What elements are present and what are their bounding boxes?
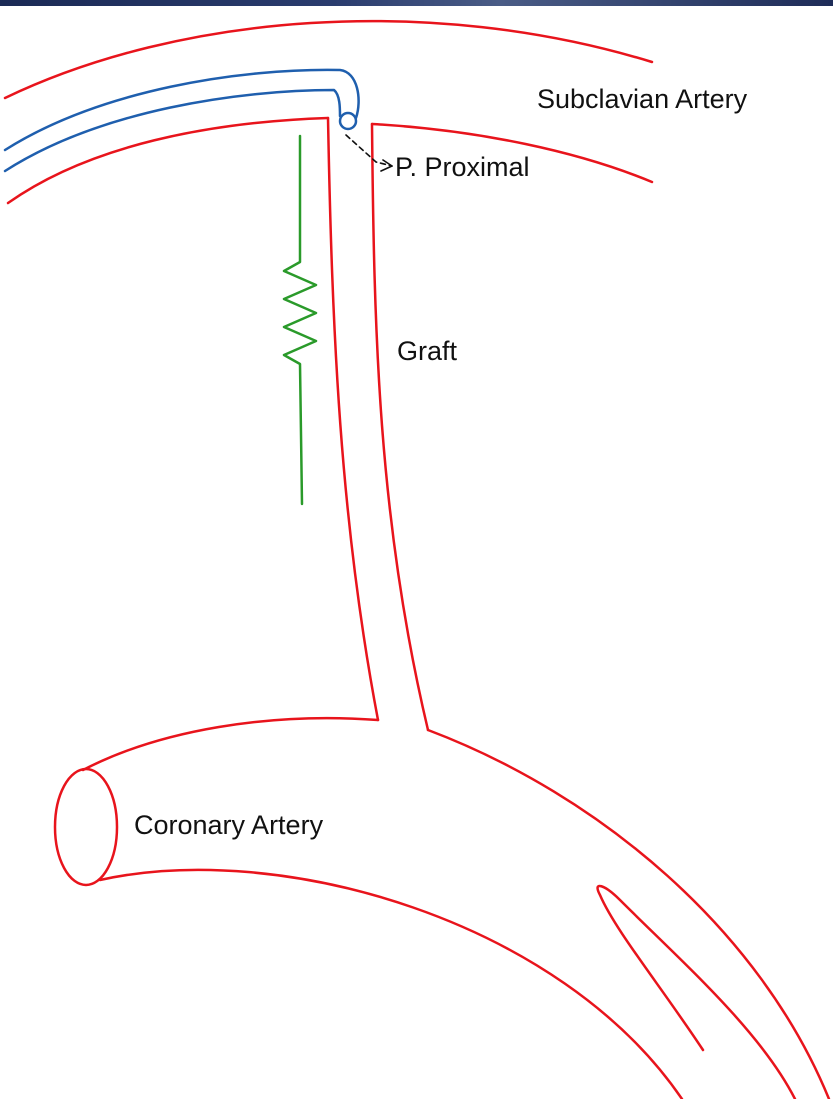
catheter-tip-opening [340, 113, 356, 129]
graft-left-wall [328, 118, 378, 720]
subclavian-inner-wall-left [8, 118, 328, 203]
coronary-artery-vessel [55, 718, 829, 1099]
label-graft: Graft [397, 338, 457, 365]
resistor-wire [284, 136, 316, 504]
label-p-proximal: P. Proximal [395, 154, 530, 181]
pointer-arrowhead [381, 160, 392, 171]
graft-right-wall [372, 124, 428, 730]
label-coronary-artery: Coronary Artery [134, 812, 323, 839]
resistor-zigzag-icon [284, 136, 316, 504]
coronary-bottom-wall [100, 870, 682, 1099]
graft-vessel [328, 118, 428, 730]
label-subclavian-artery: Subclavian Artery [537, 86, 747, 113]
catheter-upper-line [5, 70, 359, 150]
coronary-top-wall-left [83, 718, 378, 770]
catheter-lower-line [5, 90, 340, 171]
proximal-pointer-arrow [346, 135, 392, 171]
coronary-branch [598, 886, 795, 1099]
coronary-open-end [55, 769, 117, 885]
coronary-top-wall-right [428, 730, 829, 1099]
catheter-tube-icon [5, 70, 359, 171]
